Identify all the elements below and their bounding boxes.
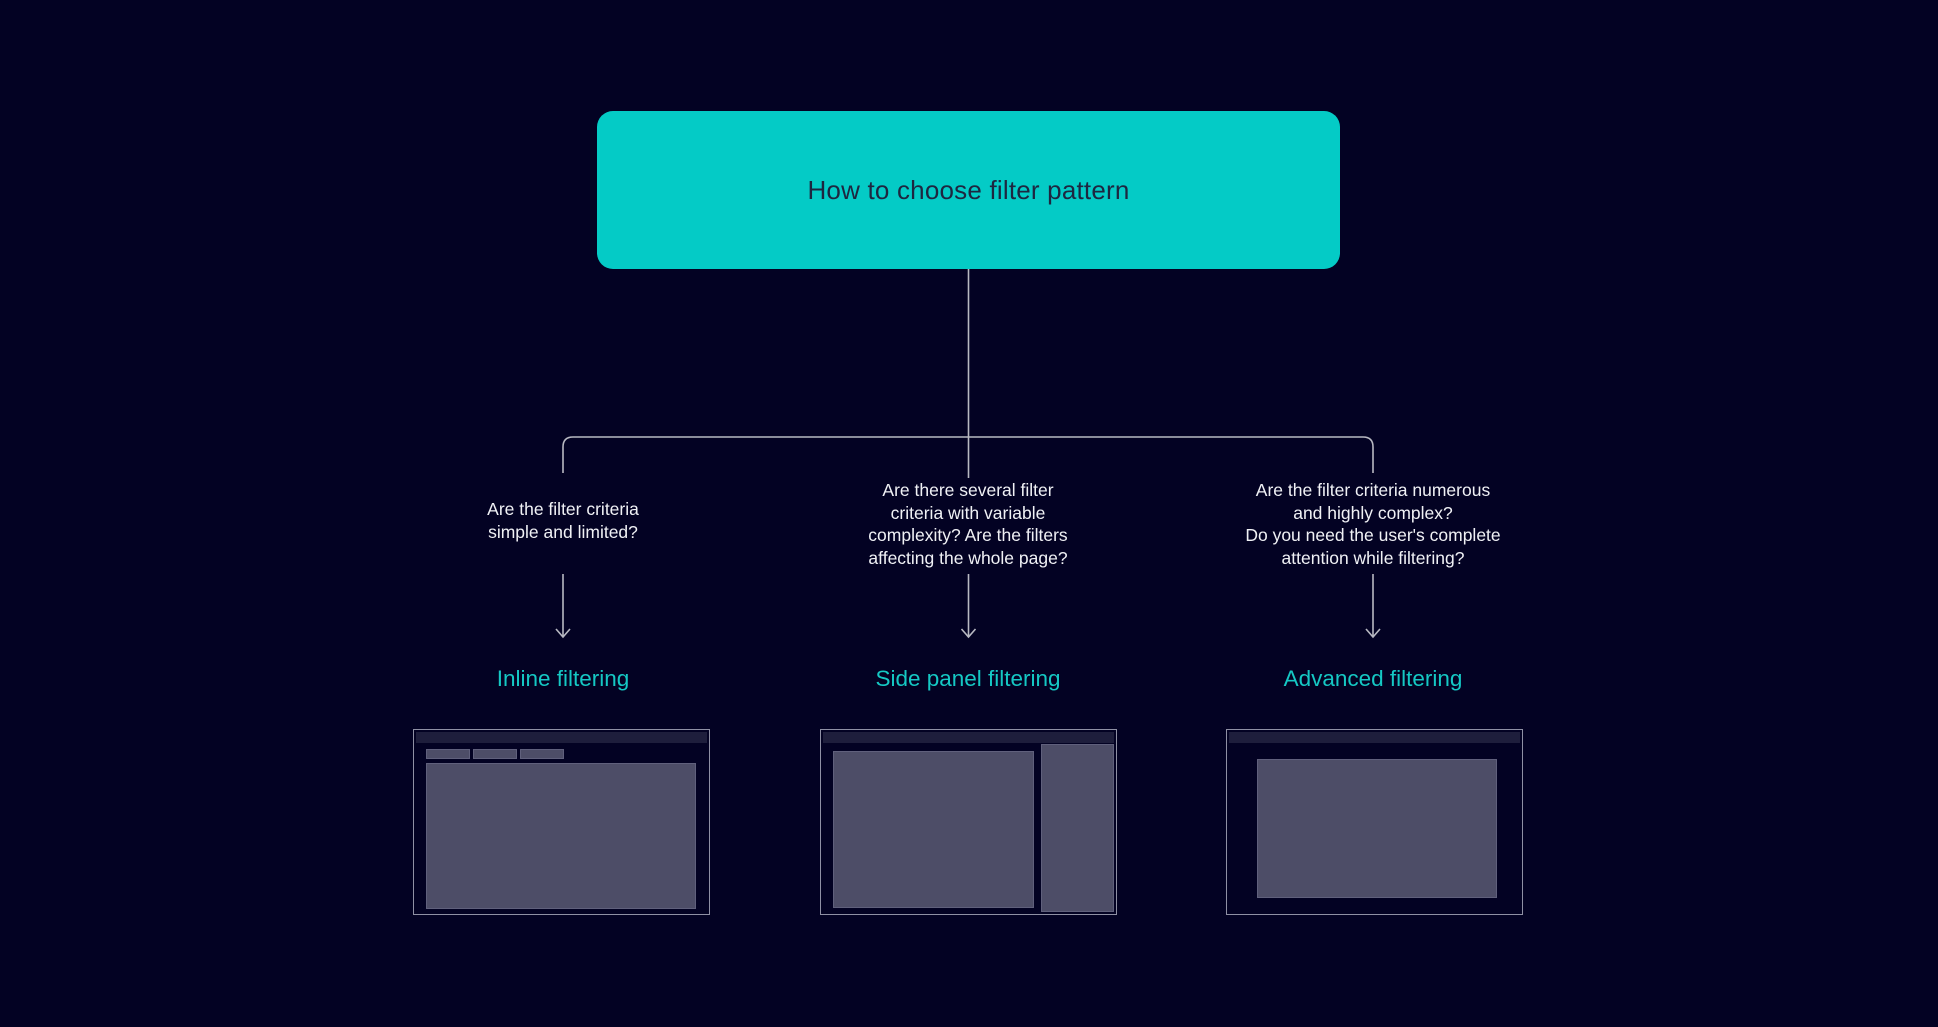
wireframe-content-area — [426, 763, 696, 909]
arrow-down-icon — [555, 574, 571, 639]
inline-filter-wireframe — [413, 729, 710, 915]
question-line: Are there several filter — [882, 480, 1054, 500]
wireframe-topbar — [416, 732, 707, 743]
wireframe-side-panel — [1041, 744, 1114, 912]
question-line: Are the filter criteria numerous — [1255, 480, 1491, 500]
modal-filter-wireframe — [1226, 729, 1523, 915]
question-line: affecting the whole page? — [868, 547, 1068, 568]
root-title: How to choose filter pattern — [807, 174, 1130, 205]
root-node: How to choose filter pattern — [597, 111, 1340, 269]
arrow-down-icon — [960, 574, 977, 639]
question-line: criteria with variable — [890, 502, 1046, 523]
question-side-panel-filtering: Are there several filter criteria with v… — [798, 479, 1138, 569]
wireframe-filter-chip — [426, 749, 470, 759]
label-inline-filtering: Inline filtering — [496, 666, 630, 691]
wireframe-topbar — [1229, 732, 1520, 743]
question-line: Do you need the user's complete — [1245, 525, 1501, 545]
question-line: attention while filtering? — [1281, 547, 1465, 568]
label-side-panel-filtering: Side panel filtering — [875, 666, 1061, 691]
wireframe-topbar — [823, 732, 1114, 743]
question-line: simple and limited? — [488, 521, 638, 542]
question-line: Are the filter criteria — [487, 499, 639, 519]
label-advanced-filtering: Advanced filtering — [1283, 666, 1463, 691]
question-line: complexity? Are the filters — [868, 525, 1068, 545]
wireframe-filter-chip — [520, 749, 564, 759]
wireframe-modal-dialog — [1257, 759, 1497, 898]
question-advanced-filtering: Are the filter criteria numerous and hig… — [1203, 479, 1543, 569]
wireframe-content-area — [833, 751, 1034, 908]
wireframe-filter-chip — [473, 749, 517, 759]
branch-bracket-line — [562, 436, 1374, 473]
arrow-down-icon — [1365, 574, 1381, 639]
side-panel-filter-wireframe — [820, 729, 1117, 915]
question-line: and highly complex? — [1293, 502, 1453, 523]
question-inline-filtering: Are the filter criteria simple and limit… — [393, 498, 733, 543]
